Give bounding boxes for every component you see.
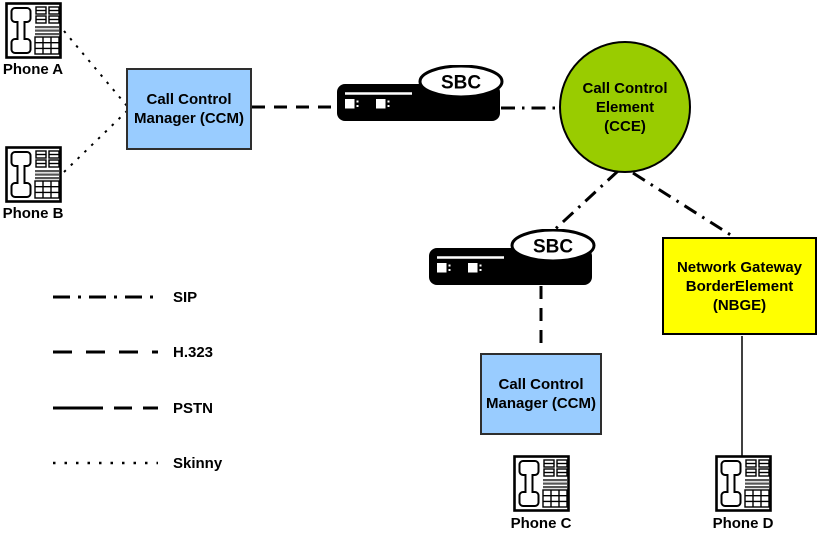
legend-h323-line-sample — [53, 350, 158, 354]
node-call-control-element: Call Control Element (CCE) — [559, 41, 691, 173]
legend-item-sip: SIP — [52, 288, 197, 306]
node-call-control-manager-bottom: Call Control Manager (CCM) — [480, 353, 602, 435]
phone-d-label: Phone D — [712, 515, 774, 532]
legend-item-pstn: PSTN — [52, 399, 213, 417]
legend-sip-label: SIP — [173, 288, 198, 306]
legend-skinny-label: Skinny — [173, 454, 223, 472]
phone-d-icon — [715, 455, 772, 512]
phone-b-icon — [5, 146, 62, 203]
device-sbc-bottom: SBC — [428, 228, 596, 289]
node-call-control-manager-top: Call Control Manager (CCM) — [126, 68, 252, 150]
node-network-gateway-border-element: Network Gateway BorderElement (NBGE) — [662, 237, 817, 335]
sbc-bottom-icon: SBC — [429, 228, 596, 285]
connection-cce-nbge-sip — [632, 171, 738, 241]
node-call-control-manager-bottom-label: Call Control Manager (CCM) — [485, 376, 596, 412]
connection-cce-sbc2-sip — [549, 169, 620, 235]
legend-pstn-line-sample — [53, 406, 158, 410]
legend-item-skinny: Skinny — [52, 454, 222, 472]
phone-b-label: Phone B — [2, 205, 64, 222]
phone-a-icon — [5, 2, 62, 59]
legend-sip-line-sample — [53, 295, 158, 299]
legend-pstn-label: PSTN — [173, 399, 214, 417]
sbc-top-icon: SBC — [337, 64, 504, 121]
legend-skinny-line-sample — [53, 461, 158, 465]
legend-item-h323: H.323 — [52, 343, 213, 361]
node-call-control-manager-top-label: Call Control Manager (CCM) — [133, 91, 244, 127]
legend-h323-label: H.323 — [173, 343, 214, 361]
phone-a-label: Phone A — [2, 61, 64, 78]
sbc-bottom-label: SBC — [533, 237, 573, 258]
node-call-control-element-label: Call Control Element (CCE) — [582, 79, 668, 135]
node-network-gateway-border-element-label: Network Gateway BorderElement (NBGE) — [676, 258, 803, 314]
connection-phone-b-ccm-skinny — [63, 110, 128, 173]
phone-c-label: Phone C — [510, 515, 572, 532]
phone-c-icon — [513, 455, 570, 512]
sbc-top-label: SBC — [441, 73, 481, 94]
device-sbc-top: SBC — [336, 64, 504, 125]
connection-phone-a-ccm-skinny — [63, 30, 128, 107]
